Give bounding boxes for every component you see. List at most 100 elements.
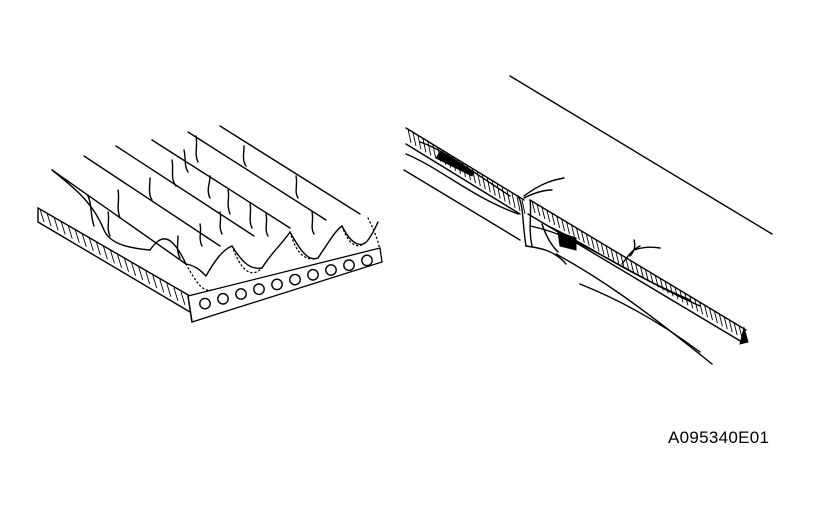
band-right-hatch-mark xyxy=(595,239,600,252)
band-left-hatch-mark xyxy=(417,135,422,150)
side-band-hatch-mark xyxy=(159,279,165,293)
band-right-hatch-mark xyxy=(679,290,684,303)
figure-reference-code: A095340E01 xyxy=(668,428,770,447)
side-band-hatch-mark xyxy=(60,221,66,235)
band-right-hatch-mark xyxy=(649,272,654,285)
rib-crack-marks xyxy=(87,135,315,259)
side-band-hatch-mark xyxy=(67,225,73,239)
band-right-hatch-mark xyxy=(615,251,620,264)
band-right-hatch-mark xyxy=(556,215,561,228)
band-left-hatch-mark xyxy=(467,165,471,181)
band-left-hatch-mark xyxy=(481,175,486,190)
belt-cord-circle xyxy=(271,278,283,291)
side-band-hatch-mark xyxy=(166,283,172,297)
band-right-hatch-mark xyxy=(709,308,713,321)
side-band-hatch-mark xyxy=(145,271,151,285)
band-left-hatch-mark xyxy=(491,181,496,196)
side-band-hatch-mark xyxy=(152,275,158,289)
band-right-hatch-mark xyxy=(654,275,659,288)
band-right-hatch-mark xyxy=(630,260,635,273)
side-band-hatch-mark xyxy=(138,266,144,281)
belt-end-face xyxy=(187,247,383,323)
belt-cord-circle xyxy=(289,273,301,286)
band-right-hatch-mark xyxy=(713,311,718,324)
band-left-hatch-mark xyxy=(501,187,506,202)
side-band-hatch-mark xyxy=(53,217,59,231)
band-left-hatch-mark xyxy=(447,153,452,168)
band-left-hatch-mark xyxy=(496,184,501,199)
belt-rib-ridges xyxy=(51,125,361,265)
band-left-hatch-mark xyxy=(452,156,457,171)
belt-rib-profile xyxy=(51,169,381,291)
band-right-hatch-mark xyxy=(585,233,590,246)
band-right-hatch-mark xyxy=(684,293,689,306)
band-left-hatch-mark xyxy=(407,128,412,144)
band-left-hatch-mark xyxy=(437,147,442,162)
side-band-hatch-mark xyxy=(117,254,122,268)
band-right-hatch-mark xyxy=(694,299,699,312)
belt-cord-circle xyxy=(325,264,337,276)
band-left-hatch-mark xyxy=(457,159,462,174)
band-right-hatch-mark xyxy=(610,248,615,261)
belt-surface-crack xyxy=(621,239,661,265)
band-left-hatch-mark xyxy=(462,162,466,178)
band-right-hatch-mark xyxy=(733,322,738,336)
band-right-hatch-mark xyxy=(635,263,639,276)
band-right-hatch-mark xyxy=(531,200,536,214)
side-band-hatch-mark xyxy=(173,287,179,301)
band-right-hatch-mark xyxy=(551,212,556,226)
band-right-hatch-mark xyxy=(659,278,664,291)
belt-cord-circle xyxy=(343,259,355,272)
side-band-hatch-mark xyxy=(110,250,115,264)
side-band-hatch-mark xyxy=(88,237,94,252)
band-right-hatch-mark xyxy=(644,269,649,282)
side-band-hatch-mark xyxy=(46,213,52,227)
band-right-hatch-mark xyxy=(728,319,733,333)
band-left-hatch-mark xyxy=(432,144,437,159)
band-left-hatch-mark xyxy=(412,131,417,147)
band-left-hatch-mark xyxy=(511,193,516,208)
band-left-hatch-mark xyxy=(506,190,511,205)
band-left-hatch-mark xyxy=(442,150,447,165)
band-left-hatch-mark xyxy=(476,172,481,187)
band-right-hatch-mark xyxy=(580,230,585,243)
band-right-hatch-mark xyxy=(669,284,674,297)
band-right-hatch-mark xyxy=(561,218,566,231)
band-right-hatch-mark xyxy=(590,236,595,249)
belt-cord-circle xyxy=(217,292,229,305)
band-right-hatch-mark xyxy=(704,305,708,318)
band-right-hatch-mark xyxy=(699,302,704,315)
side-band-hatch-mark xyxy=(180,291,186,305)
side-band-hatch-mark xyxy=(102,246,108,260)
side-band-hatch-mark xyxy=(74,229,80,243)
band-left-hatch-mark xyxy=(521,199,526,215)
belt-top-edge xyxy=(509,75,773,235)
belt-cord-circle xyxy=(253,283,265,296)
band-right-hatch-mark xyxy=(689,296,694,309)
belt-cord-circle xyxy=(199,297,211,310)
band-right-hatch-mark xyxy=(575,227,580,240)
band-right-hatch-mark xyxy=(723,316,728,330)
belt-split-crack xyxy=(517,177,567,265)
band-left-hatch-mark xyxy=(427,141,432,156)
belt-cord-band-right xyxy=(527,199,749,365)
side-band-hatch-mark xyxy=(81,233,87,247)
side-band-hatch-mark xyxy=(124,258,130,272)
side-band-hatch-mark xyxy=(95,242,101,256)
band-right-hatch-mark xyxy=(541,206,546,220)
band-right-hatch-mark xyxy=(743,328,748,342)
band-right-hatch-mark xyxy=(566,221,570,234)
band-right-hatch-mark xyxy=(738,325,743,339)
band-right-hatch-mark xyxy=(718,314,723,327)
side-band-hatch-mark xyxy=(39,208,45,223)
side-band-hatch-mark xyxy=(131,262,137,276)
band-right-hatch-mark xyxy=(664,281,669,294)
band-right-hatch-mark xyxy=(546,209,551,223)
belt-cord-band-left xyxy=(403,127,526,241)
band-right-hatch-mark xyxy=(600,242,605,255)
band-left-hatch-mark xyxy=(486,178,491,193)
belt-cord-circle xyxy=(361,254,373,267)
belt-section-illustration xyxy=(403,75,773,365)
band-right-hatch-mark xyxy=(640,266,644,279)
